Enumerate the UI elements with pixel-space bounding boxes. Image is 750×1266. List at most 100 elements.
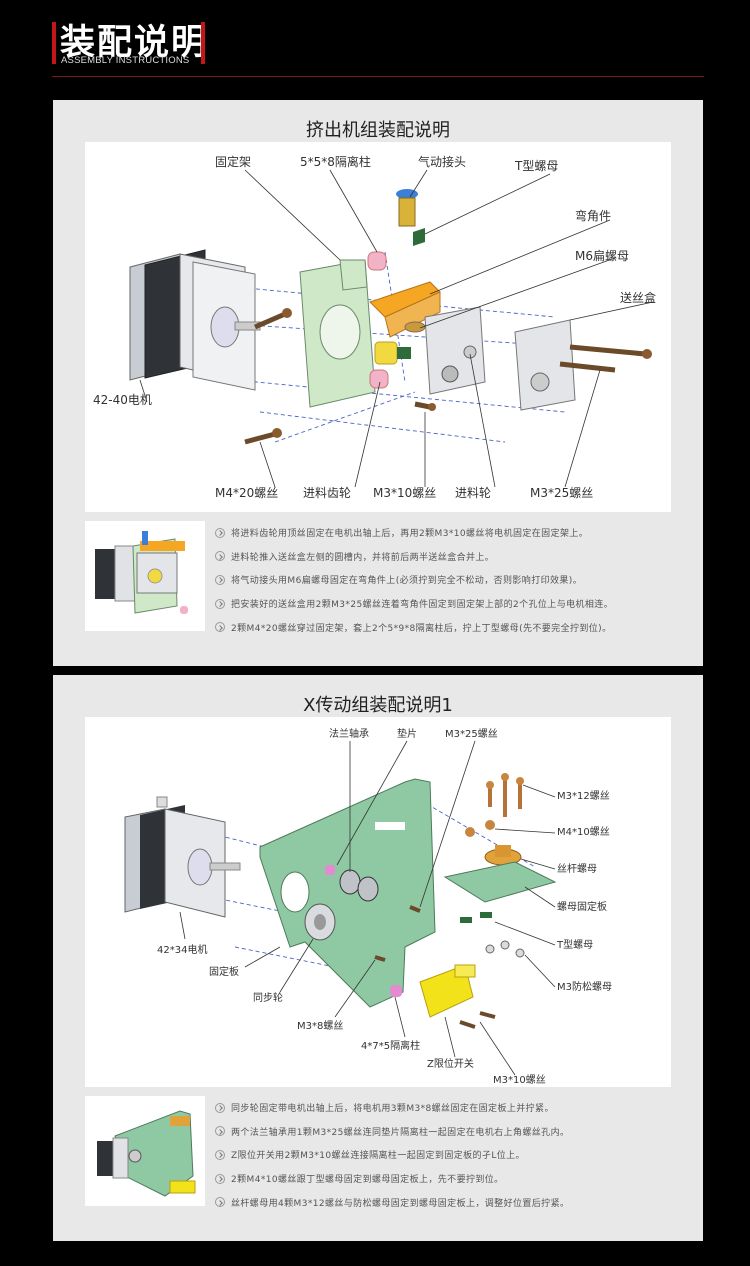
drive-gear: [374, 341, 411, 365]
chevron-right-icon: [215, 622, 225, 633]
flange-bearing-2: [357, 876, 379, 902]
xdrive-exploded-diagram: 法兰轴承 垫片 M3*25螺丝 M3*12螺丝 M4*10螺丝 丝杆螺母 螺母固…: [85, 717, 671, 1087]
xdrive-assembled-thumbnail: [85, 1096, 205, 1206]
xdrive-step: 同步轮固定带电机出轴上后，将电机用3颗M3*8螺丝固定在固定板上并拧紧。: [215, 1096, 685, 1120]
lock-nut: [485, 944, 495, 954]
chevron-right-icon: [215, 598, 225, 609]
stepper-motor-42-40: [129, 249, 261, 391]
stepper-motor-42-34: [124, 796, 241, 918]
title-accent-right: [201, 22, 205, 64]
label-t-nut: T型螺母: [514, 159, 558, 173]
chevron-right-icon: [215, 1102, 225, 1113]
feeder-box-front: [424, 306, 486, 395]
mount-bracket: [299, 259, 376, 408]
xdrive-step: 2颗M4*10螺丝跟丁型螺母固定到螺母固定板上，先不要拧到位。: [215, 1167, 685, 1191]
washer: [325, 865, 335, 875]
label-bracket: 固定架: [215, 154, 251, 169]
nut-mount-plate: [443, 861, 557, 903]
m3x25-screw-lower: [559, 361, 616, 373]
timing-pulley: [304, 903, 336, 941]
header-title-cn: 装配说明: [60, 23, 209, 63]
spacer-4x7x5: [390, 985, 402, 997]
m3x25-screw: [409, 905, 421, 913]
label-motor-42-34: 42*34电机: [157, 943, 207, 956]
chevron-right-icon: [215, 1149, 225, 1160]
extruder-exploded-diagram: 固定架 5*5*8隔离柱 气动接头 T型螺母 弯角件 M6扁螺母 送丝盒 42-…: [85, 142, 671, 512]
label-feeder-box: 送丝盒: [620, 290, 656, 305]
extruder-step: 将进料齿轮用顶丝固定在电机出轴上后，再用2颗M3*10螺丝将电机固定在固定架上。: [215, 521, 685, 545]
header-title-en: ASSEMBLY INSTRUCTIONS: [61, 55, 190, 66]
xdrive-panel: X传动组装配说明1: [53, 675, 703, 1241]
chevron-right-icon: [215, 574, 225, 585]
extruder-step: 将气动接头用M6扁螺母固定在弯角件上(必须拧到完全不松动，否则影响打印效果)。: [215, 568, 685, 592]
extruder-step: 把安装好的送丝盒用2颗M3*25螺丝连着弯角件固定到固定架上部的2个孔位上与电机…: [215, 592, 685, 616]
label-m3x12: M3*12螺丝: [557, 790, 610, 802]
label-feed-wheel: 进料轮: [455, 486, 491, 500]
xdrive-diagram-svg: 法兰轴承 垫片 M3*25螺丝 M3*12螺丝 M4*10螺丝 丝杆螺母 螺母固…: [124, 727, 612, 1086]
label-m4x20: M4*20螺丝: [215, 486, 278, 500]
extruder-step: 进料轮推入送丝盒左侧的圆槽内，并将前后两半送丝盒合并上。: [215, 545, 685, 569]
xdrive-step: 两个法兰轴承用1颗M3*25螺丝连同垫片隔离柱一起固定在电机右上角螺丝孔内。: [215, 1120, 685, 1144]
extruder-assembled-thumbnail: [85, 521, 205, 631]
label-washer: 垫片: [397, 727, 417, 740]
extruder-panel-title: 挤出机组装配说明: [306, 120, 450, 141]
label-plate: 固定板: [209, 965, 239, 978]
label-m3x25: M3*25螺丝: [445, 728, 498, 740]
m3x10-screw: [414, 401, 436, 411]
feeder-box-back: [514, 319, 576, 411]
t-nut: [460, 917, 472, 923]
label-m6-nut: M6扁螺母: [575, 249, 629, 263]
lock-nut-3: [515, 948, 525, 958]
label-m3x25: M3*25螺丝: [530, 486, 593, 500]
label-spacer-5x5x8: 5*5*8隔离柱: [300, 154, 371, 169]
extruder-thumb-svg: [95, 531, 188, 614]
title-accent-left: [52, 22, 56, 64]
xdrive-step: Z限位开关用2颗M3*10螺丝连接隔离柱一起固定到固定板的孑L位上。: [215, 1143, 685, 1167]
label-z-switch: Z限位开关: [427, 1057, 474, 1070]
lead-screw-nut: [484, 845, 522, 866]
m4x10-screws: [465, 820, 495, 837]
m3x10-screw-2: [479, 1011, 496, 1019]
m4x20-screw: [254, 308, 292, 330]
label-pneumatic-fitting: 气动接头: [418, 154, 466, 169]
chevron-right-icon: [215, 1197, 225, 1208]
label-flange-bearing: 法兰轴承: [329, 727, 369, 740]
label-lead-nut: 丝杆螺母: [557, 863, 597, 875]
label-m3x10: M3*10螺丝: [373, 486, 436, 500]
label-t-nut: T型螺母: [556, 938, 593, 951]
m3x12-screws: [486, 773, 524, 817]
label-lock-nut: M3防松螺母: [557, 980, 612, 993]
m3x10-screw: [459, 1020, 476, 1029]
extruder-steps: 将进料齿轮用顶丝固定在电机出轴上后，再用2颗M3*10螺丝将电机固定在固定架上。…: [215, 521, 685, 639]
elbow-bracket: [369, 281, 441, 338]
label-m4x10: M4*10螺丝: [557, 826, 610, 838]
t-nut-2: [480, 912, 492, 918]
chevron-right-icon: [215, 527, 225, 538]
extruder-diagram-svg: 固定架 5*5*8隔离柱 气动接头 T型螺母 弯角件 M6扁螺母 送丝盒 42-…: [93, 154, 656, 500]
xdrive-steps: 同步轮固定带电机出轴上后，将电机用3颗M3*8螺丝固定在固定板上并拧紧。 两个法…: [215, 1096, 685, 1214]
chevron-right-icon: [215, 551, 225, 562]
label-spacer-4x7x5: 4*7*5隔离柱: [361, 1039, 420, 1052]
page-header: 装配说明 ASSEMBLY INSTRUCTIONS: [0, 0, 750, 80]
xdrive-step: 丝杆螺母用4颗M3*12螺丝与防松螺母固定到螺母固定板上，调整好位置后拧紧。: [215, 1190, 685, 1214]
spacer-5x5x8: [367, 251, 387, 271]
m3x25-screw: [569, 344, 652, 359]
spacer-5x5x8-lower: [369, 369, 389, 389]
label-nut-plate: 螺母固定板: [557, 900, 607, 913]
xdrive-panel-title: X传动组装配说明1: [303, 695, 453, 716]
pneumatic-fitting: [396, 189, 425, 246]
m4x20-screw-lower: [244, 428, 282, 445]
label-motor-42-40: 42-40电机: [93, 393, 152, 407]
m3x8-screw: [374, 955, 386, 962]
label-pulley: 同步轮: [253, 991, 283, 1004]
xdrive-thumb-svg: [97, 1110, 196, 1197]
lock-nut-2: [500, 940, 510, 950]
label-drive-gear: 进料齿轮: [303, 486, 351, 500]
header-divider: [52, 76, 704, 77]
z-limit-switch: [419, 964, 476, 1018]
label-m3x8: M3*8螺丝: [297, 1020, 343, 1032]
label-elbow: 弯角件: [575, 208, 611, 223]
extruder-panel: 挤出机组装配说明: [53, 100, 703, 666]
flange-bearing: [339, 869, 361, 895]
label-m3x10: M3*10螺丝: [493, 1074, 546, 1086]
